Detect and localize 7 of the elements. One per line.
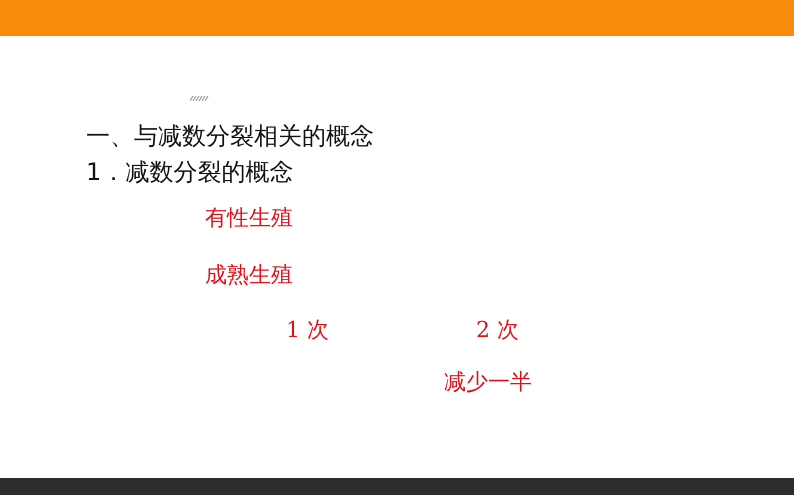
subheading: 1．减数分裂的概念 [86,160,294,184]
answer-text: 2 次 [476,320,519,342]
answer-text: 有性生殖 [205,208,293,230]
answer-text: 成熟生殖 [205,265,293,287]
answer-text: 减少一半 [444,372,532,394]
section-heading: 一、与减数分裂相关的概念 [86,124,374,148]
answer-text: 1 次 [286,320,329,342]
